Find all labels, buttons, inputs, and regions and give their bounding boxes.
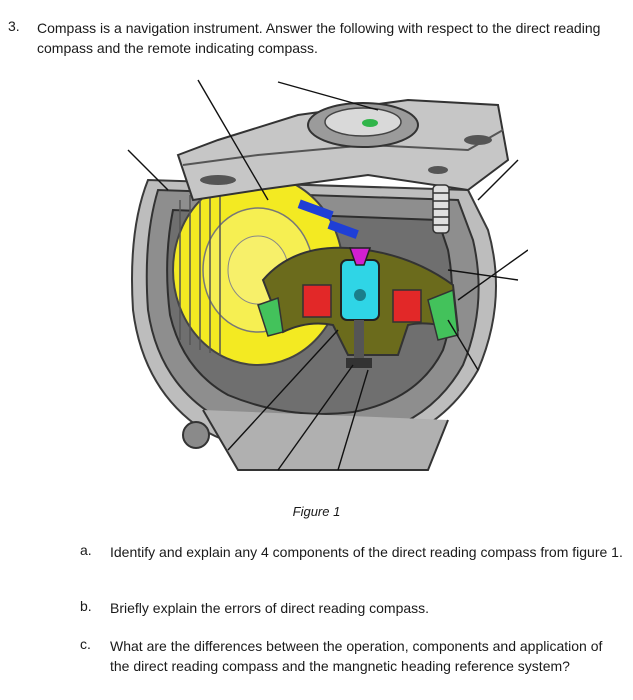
subquestion-a-letter: a. [80,542,92,558]
question-text: Compass is a navigation instrument. Answ… [37,20,601,56]
subquestion-b-text: Briefly explain the errors of direct rea… [110,600,430,616]
question-number: 3. [8,18,20,34]
compass-illustration [108,70,529,490]
figure-caption: Figure 1 [292,504,341,519]
compass-cutaway-figure [108,70,529,490]
subquestion-a-text: Identify and explain any 4 components of… [110,544,623,560]
subquestion-c-text: What are the differences between the ope… [110,638,603,674]
subquestion-c-letter: c. [80,636,91,652]
subquestion-b-letter: b. [80,598,92,614]
